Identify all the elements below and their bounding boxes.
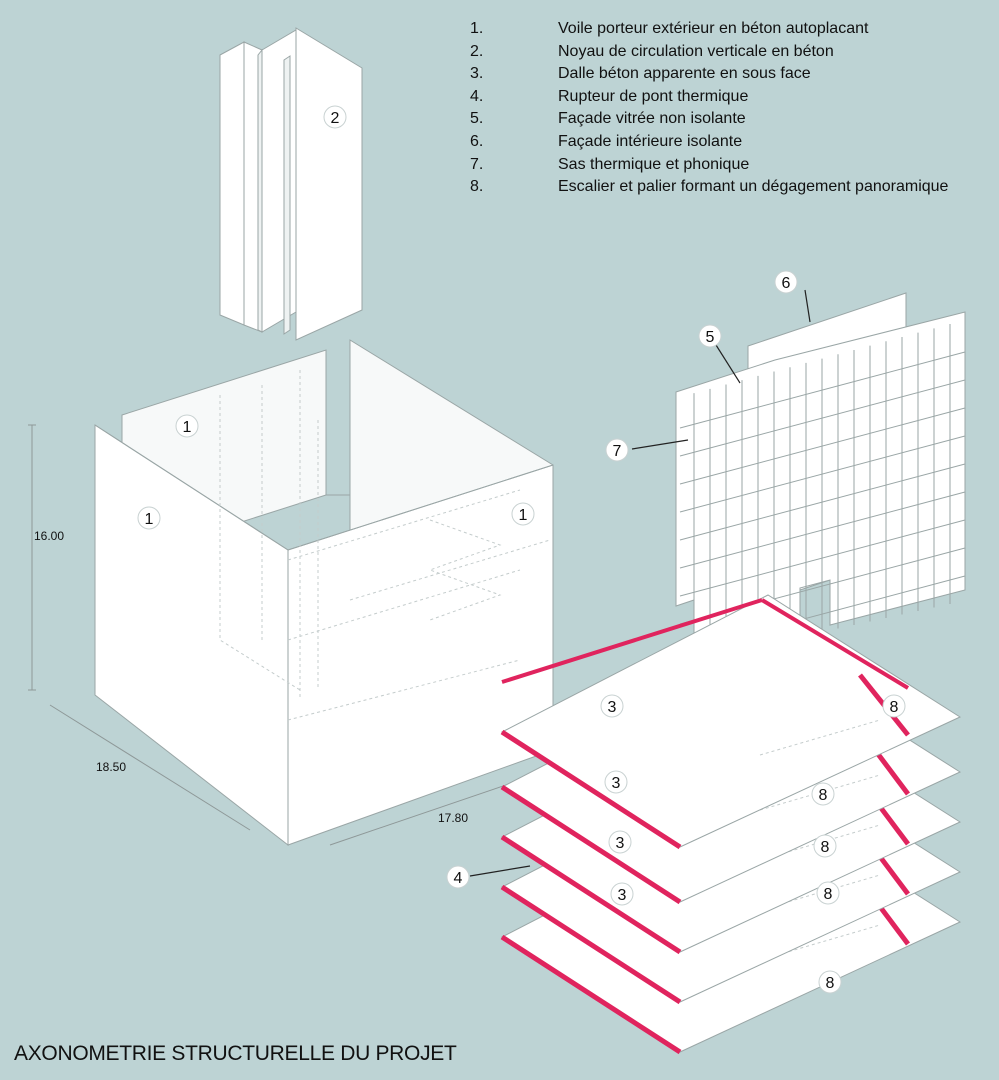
callout-circle: [323, 105, 347, 129]
legend-text: Noyau de circulation verticale en béton: [558, 42, 834, 60]
legend-text: Sas thermique et phonique: [558, 155, 750, 173]
transom-line: [679, 379, 966, 457]
callout-seven: 7: [605, 438, 629, 462]
thermal-break-front: [500, 729, 682, 850]
callout-eight: 8: [818, 970, 842, 994]
callout-number: 3: [616, 835, 625, 852]
callout-number: 6: [782, 275, 791, 292]
thermal-break-front: [500, 884, 682, 1005]
callout-circle: [511, 502, 535, 526]
callout-number: 4: [454, 870, 463, 887]
callout-eight: 8: [813, 834, 837, 858]
callout-one: 1: [175, 414, 199, 438]
callout-number: 7: [613, 443, 622, 460]
dimension-height: 16.00: [34, 529, 64, 543]
legend-text: Façade intérieure isolante: [558, 132, 743, 150]
callout-number: 5: [706, 329, 715, 346]
legend-item: 4.Rupteur de pont thermique: [470, 87, 749, 105]
legend-item: 2.Noyau de circulation verticale en béto…: [470, 42, 834, 60]
callout-one: 1: [511, 502, 535, 526]
thermal-break-back: [760, 598, 910, 690]
callout-three: 3: [608, 830, 632, 854]
legend-item: 7.Sas thermique et phonique: [470, 155, 750, 173]
callout-circle: [608, 830, 632, 854]
callout-five: 5: [698, 324, 722, 348]
callout-number: 8: [826, 975, 835, 992]
legend-item: 6.Façade intérieure isolante: [470, 132, 743, 150]
callout-circle: [446, 865, 470, 889]
callout-four: 4: [446, 865, 470, 889]
legend-text: Façade vitrée non isolante: [558, 110, 746, 128]
transom-line: [679, 351, 966, 429]
callout-three: 3: [610, 882, 634, 906]
core-element-2: [219, 27, 363, 341]
dimension-depth: 17.80: [438, 811, 468, 825]
callout-number: 2: [331, 110, 340, 127]
legend-text: Dalle béton apparente en sous face: [558, 65, 811, 83]
transom-line: [679, 407, 966, 485]
callout-eight: 8: [811, 782, 835, 806]
transom-line: [679, 491, 966, 569]
callout-circle: [137, 506, 161, 530]
callout-circle: [610, 882, 634, 906]
legend-text: Escalier et palier formant un dégagement…: [558, 178, 949, 196]
legend-item: 3.Dalle béton apparente en sous face: [470, 65, 811, 83]
callout-number: 1: [145, 511, 154, 528]
callout-eight: 8: [882, 694, 906, 718]
callout-number: 3: [612, 775, 621, 792]
callout-number: 1: [519, 507, 528, 524]
callout-circle: [604, 770, 628, 794]
diagram-caption: AXONOMETRIE STRUCTURELLE DU PROJET: [14, 1042, 457, 1065]
callout-three: 3: [604, 770, 628, 794]
callout-circle: [882, 694, 906, 718]
callout-three: 3: [600, 694, 624, 718]
callout-number: 8: [819, 787, 828, 804]
thermal-break-front: [500, 784, 682, 905]
legend-item: 5.Façade vitrée non isolante: [470, 110, 746, 128]
callout-circle: [605, 438, 629, 462]
legend-list: 1.Voile porteur extérieur en béton autop…: [470, 18, 948, 199]
dimension-width: 18.50: [96, 760, 126, 774]
thermal-break-back: [501, 598, 763, 684]
callout-number: 1: [183, 419, 192, 436]
callout-circle: [774, 270, 798, 294]
thermal-break-front: [500, 934, 682, 1055]
inner-dashed-lines: [219, 370, 551, 721]
transom-line: [679, 519, 966, 597]
callout-circle: [813, 834, 837, 858]
legend-item: 8.Escalier et palier formant un dégageme…: [470, 178, 949, 196]
legend-item: 1.Voile porteur extérieur en béton autop…: [470, 20, 869, 37]
callout-circle: [811, 782, 835, 806]
callout-circle: [816, 881, 840, 905]
callout-eight: 8: [816, 881, 840, 905]
legend-text: Rupteur de pont thermique: [558, 87, 749, 105]
outer-walls-1: [94, 339, 554, 847]
floor-slabs: [500, 594, 962, 1055]
landing-line: [759, 719, 881, 756]
thermal-break-front: [500, 834, 682, 955]
callout-circle: [600, 694, 624, 718]
callout-markers: 2 1 1 1 6 5 7 3 8 3 8 3 8 4 3 8 8: [137, 105, 906, 994]
legend-text: Voile porteur extérieur en béton autopla…: [558, 20, 869, 37]
transom-line: [679, 463, 966, 541]
callout-one: 1: [137, 506, 161, 530]
callout-number: 8: [821, 839, 830, 856]
transom-line: [679, 435, 966, 513]
callout-circle: [818, 970, 842, 994]
callout-two: 2: [323, 105, 347, 129]
callout-number: 3: [608, 699, 617, 716]
callout-six: 6: [774, 270, 798, 294]
callout-number: 8: [890, 699, 899, 716]
callout-circle: [698, 324, 722, 348]
callout-number: 3: [618, 887, 627, 904]
callout-number: 8: [824, 886, 833, 903]
leader-lines: [469, 289, 811, 877]
callout-circle: [175, 414, 199, 438]
